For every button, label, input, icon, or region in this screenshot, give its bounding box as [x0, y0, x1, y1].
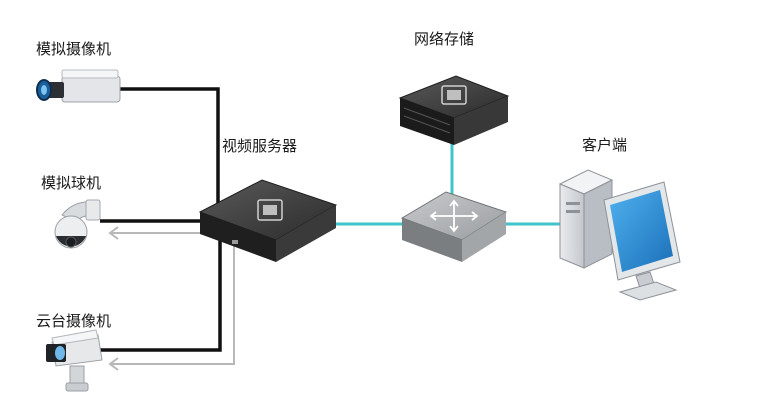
network-switch — [402, 192, 506, 262]
client-computer — [560, 170, 680, 300]
analog-dome-camera — [55, 200, 100, 248]
ptz-control-line — [110, 240, 234, 364]
analog-camera — [37, 70, 120, 102]
monitor — [604, 182, 680, 300]
network-storage — [400, 76, 508, 145]
ptz-cable — [100, 230, 220, 350]
ptz-camera — [46, 330, 102, 391]
